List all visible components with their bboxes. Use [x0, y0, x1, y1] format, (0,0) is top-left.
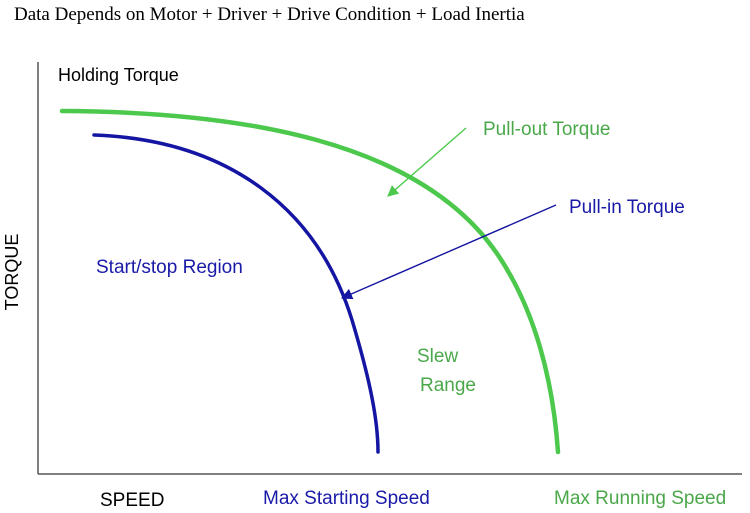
pull-in-torque-curve [92, 133, 380, 454]
x-axis-label: SPEED [100, 490, 164, 511]
pull-in-arrow [340, 204, 557, 300]
diagram-title: Data Depends on Motor + Driver + Drive C… [14, 4, 525, 25]
slew-range-label-line1: Slew [417, 346, 458, 367]
start-stop-region-label: Start/stop Region [96, 257, 243, 278]
max-starting-speed-label: Max Starting Speed [263, 488, 430, 509]
pull-out-torque-label: Pull-out Torque [483, 119, 610, 140]
pull-out-arrow [387, 127, 467, 197]
pull-out-torque-curve [59, 108, 561, 455]
pull-in-torque-label: Pull-in Torque [569, 197, 685, 218]
slew-range-label-line2: Range [420, 375, 476, 396]
max-running-speed-label: Max Running Speed [554, 488, 726, 509]
y-axis-label: TORQUE [2, 234, 22, 311]
holding-torque-label: Holding Torque [58, 65, 179, 85]
